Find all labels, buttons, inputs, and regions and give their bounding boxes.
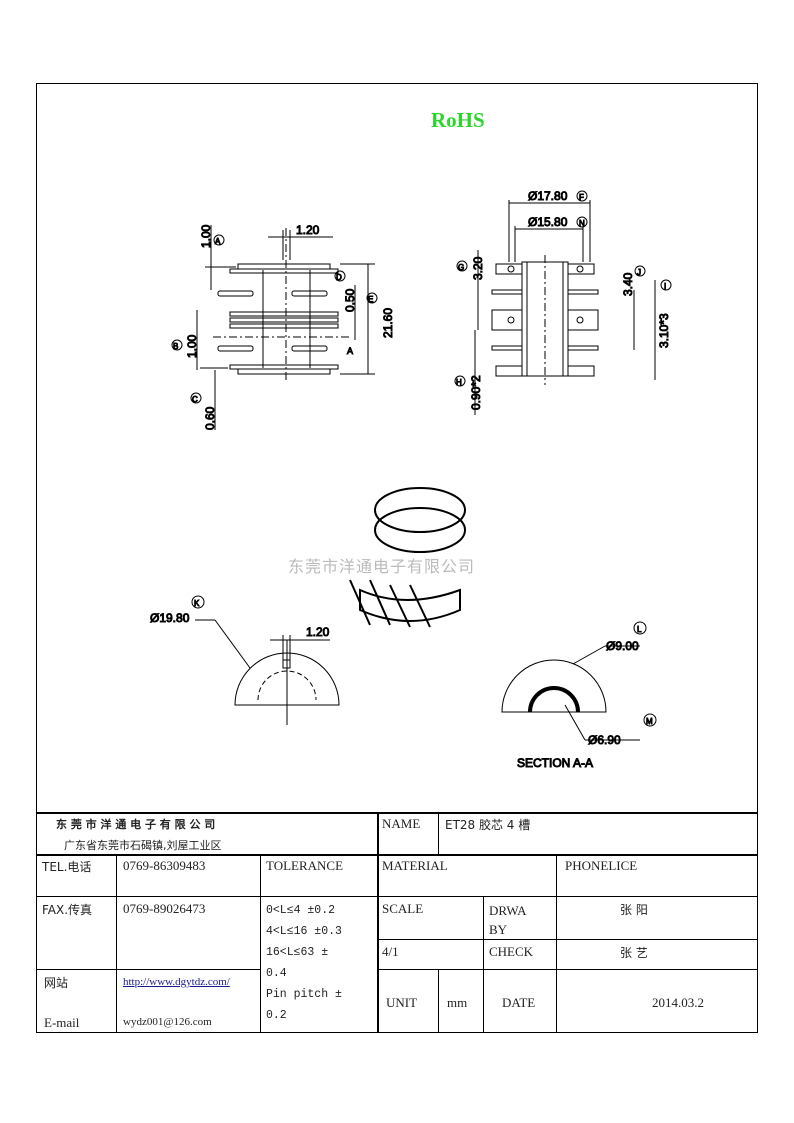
website-link[interactable]: http://www.dgytdz.com/ [123, 976, 230, 988]
watermark: 东莞市洋通电子有限公司 [288, 557, 476, 576]
section-view [501, 645, 640, 741]
dim-g: 3.20 [471, 256, 485, 280]
tolerance-line: Pin pitch ± [266, 988, 342, 1001]
material-value: PHONELICE [565, 858, 638, 873]
company-name: 东 莞 市 洋 通 电 子 有 限 公 司 [56, 818, 216, 831]
label-n: N [579, 219, 585, 228]
tolerance-table: 0<L≤4 ±0.2 4<L≤16 ±0.3 16<L≤63 ± 0.4 Pin… [266, 900, 342, 1026]
name-value: ET28 胶芯 4 槽 [445, 818, 531, 832]
label-i: I [664, 282, 666, 291]
section-mark: A [347, 346, 353, 356]
dim-b: 1.00 [185, 334, 199, 358]
unit-label: UNIT [386, 995, 418, 1010]
dim-m: Ø6.90 [588, 733, 621, 747]
drawn-by-label: DRWA BY [489, 903, 526, 937]
label-m: M [646, 717, 653, 726]
label-k: K [194, 599, 200, 608]
name-label: NAME [382, 816, 421, 831]
label-e: E [368, 295, 373, 304]
tel-label: TEL.电话 [42, 860, 92, 874]
dim-a: 1.00 [199, 224, 213, 248]
bottom-view [195, 619, 340, 725]
scale-value: 4/1 [382, 944, 399, 959]
label-b: B [173, 342, 178, 351]
dim-k: Ø19.80 [150, 611, 190, 625]
date-value: 2014.03.2 [652, 995, 704, 1010]
tolerance-line: 16<L≤63 ± [266, 946, 329, 959]
material-label: MATERIAL [382, 858, 448, 873]
dim-e: 21.60 [381, 308, 395, 338]
dim-i: 3.10*3 [657, 313, 671, 348]
check-value: 张 艺 [620, 946, 648, 960]
scale-label: SCALE [382, 901, 424, 916]
tolerance-line: 4<L≤16 ±0.3 [266, 925, 342, 938]
email-label: E-mail [44, 1015, 80, 1030]
tolerance-line: 0.2 [266, 1009, 287, 1022]
label-a: A [215, 237, 221, 246]
email-value: wydz001@126.com [123, 1016, 212, 1028]
dim-bottom-pin: 1.20 [306, 625, 330, 639]
unit-value: mm [447, 995, 468, 1010]
dim-front-pin-width: 1.20 [296, 223, 320, 237]
dim-d: 0.50 [343, 288, 357, 312]
isometric-view [349, 487, 466, 628]
label-c: C [192, 395, 198, 404]
dim-h: 0.90*2 [469, 375, 483, 410]
tolerance-line: 0.4 [266, 967, 287, 980]
label-h: H [456, 378, 462, 387]
section-title: SECTION A-A [517, 756, 593, 770]
company-address: 广东省东莞市石碣镇,刘屋工业区 [64, 839, 222, 852]
label-d: D [336, 273, 342, 282]
dim-n: Ø15.80 [528, 215, 568, 229]
sheet-border [36, 83, 758, 1033]
fax-value: 0769-89026473 [123, 901, 206, 916]
dim-l: Ø9.00 [606, 639, 639, 653]
label-g: G [458, 263, 464, 272]
date-label: DATE [502, 995, 536, 1010]
fax-label: FAX.传真 [42, 903, 93, 917]
label-l: L [637, 625, 642, 634]
drawn-by-value: 张 阳 [620, 903, 648, 917]
label-f: F [579, 193, 584, 202]
label-j: J [637, 268, 641, 277]
dim-f: Ø17.80 [528, 189, 568, 203]
check-label: CHECK [489, 944, 534, 959]
tolerance-line: 0<L≤4 ±0.2 [266, 904, 336, 917]
side-view [474, 200, 656, 415]
tolerance-label: TOLERANCE [266, 858, 344, 873]
tel-value: 0769-86309483 [123, 858, 206, 873]
dim-c: 0.60 [203, 406, 217, 430]
dim-j: 3.40 [621, 272, 635, 296]
rohs-label: RoHS [431, 108, 485, 132]
front-view [196, 225, 375, 430]
website-label: 网站 [44, 976, 69, 990]
